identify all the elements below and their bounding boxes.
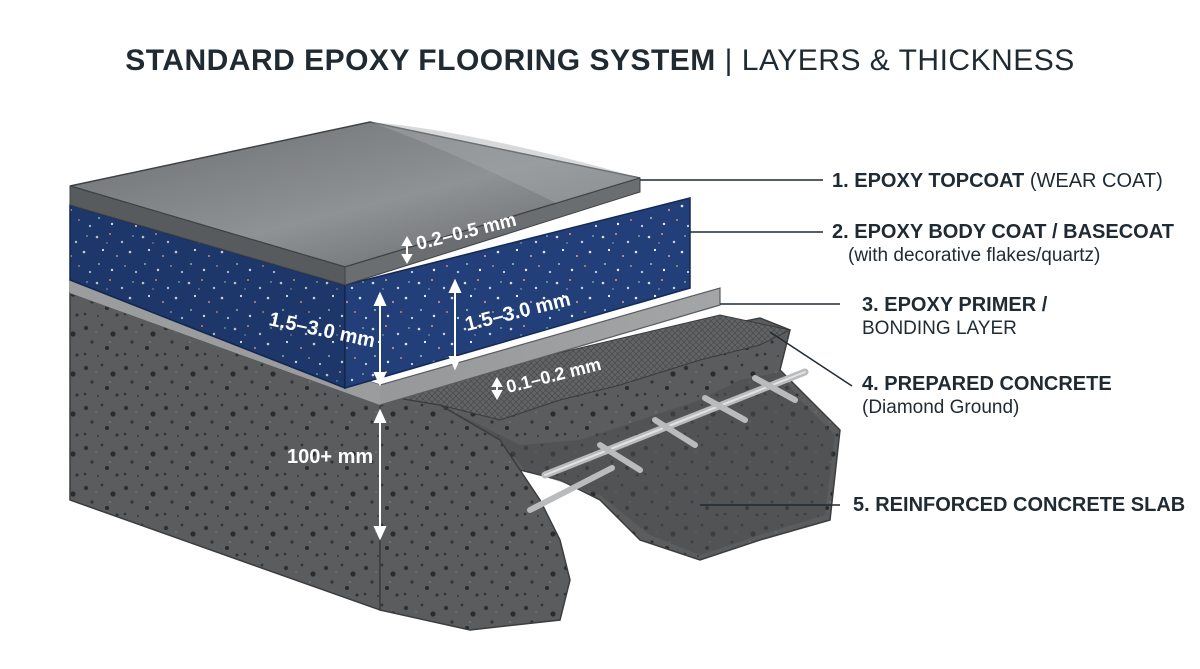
title-main: STANDARD EPOXY FLOORING SYSTEM	[125, 44, 716, 77]
label-layer-5-title: 5. REINFORCED CONCRETE SLAB	[853, 494, 1186, 516]
label-layer-2-title: 2. EPOXY BODY COAT / BASECOAT	[832, 221, 1174, 243]
title-separator: |	[724, 44, 733, 77]
bodycoat-layer	[69, 197, 691, 390]
rebar-grid	[527, 368, 809, 513]
topcoat-layer	[69, 121, 641, 286]
dim-slab: 100+ mm	[287, 446, 373, 468]
label-layer-4: 4. PREPARED CONCRETE (Diamond Ground)	[862, 372, 1112, 420]
label-layer-2: 2. EPOXY BODY COAT / BASECOAT (with deco…	[832, 220, 1174, 268]
label-layer-4-title: 4. PREPARED CONCRETE	[862, 373, 1112, 395]
label-layer-5: 5. REINFORCED CONCRETE SLAB	[853, 493, 1185, 517]
label-layer-1-title: 1. EPOXY TOPCOAT	[832, 170, 1025, 192]
label-layer-3-title: 3. EPOXY PRIMER /	[862, 294, 1048, 316]
dimension-arrows	[373, 235, 503, 541]
label-layer-1-suffix: (WEAR COAT)	[1029, 170, 1163, 192]
label-layer-2-sub: (with decorative flakes/quartz)	[848, 245, 1101, 266]
title-sub: LAYERS & THICKNESS	[741, 44, 1075, 77]
label-layer-3: 3. EPOXY PRIMER / BONDING LAYER	[862, 293, 1047, 341]
prepared-concrete	[379, 314, 792, 421]
page-title: STANDARD EPOXY FLOORING SYSTEM | LAYERS …	[0, 44, 1200, 78]
label-layer-4-sub: (Diamond Ground)	[862, 397, 1020, 418]
label-layer-1: 1. EPOXY TOPCOAT (WEAR COAT)	[832, 169, 1163, 193]
label-layer-3-sub: BONDING LAYER	[862, 318, 1017, 339]
leader-lines	[640, 179, 853, 506]
